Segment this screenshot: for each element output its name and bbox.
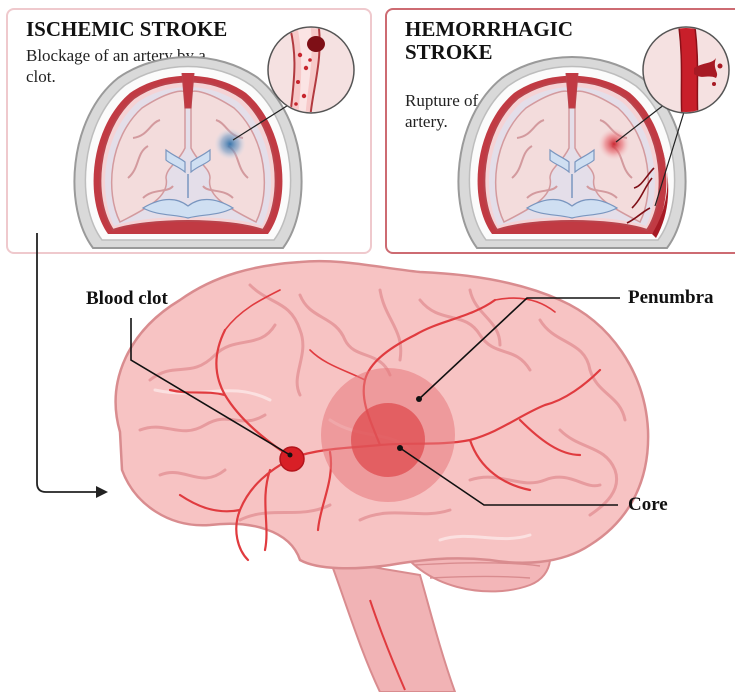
penumbra-label: Penumbra: [628, 287, 714, 309]
blood-clot-label: Blood clot: [86, 288, 168, 310]
ischemic-coronal-section: [74, 57, 301, 248]
ischemic-lesion-spot: [214, 128, 246, 160]
flow-arrow-head-icon: [96, 486, 108, 498]
core-label: Core: [628, 494, 668, 516]
flow-arrow: [37, 233, 98, 492]
core-region: [351, 403, 425, 477]
hemorrhagic-lesion-spot: [598, 128, 630, 160]
